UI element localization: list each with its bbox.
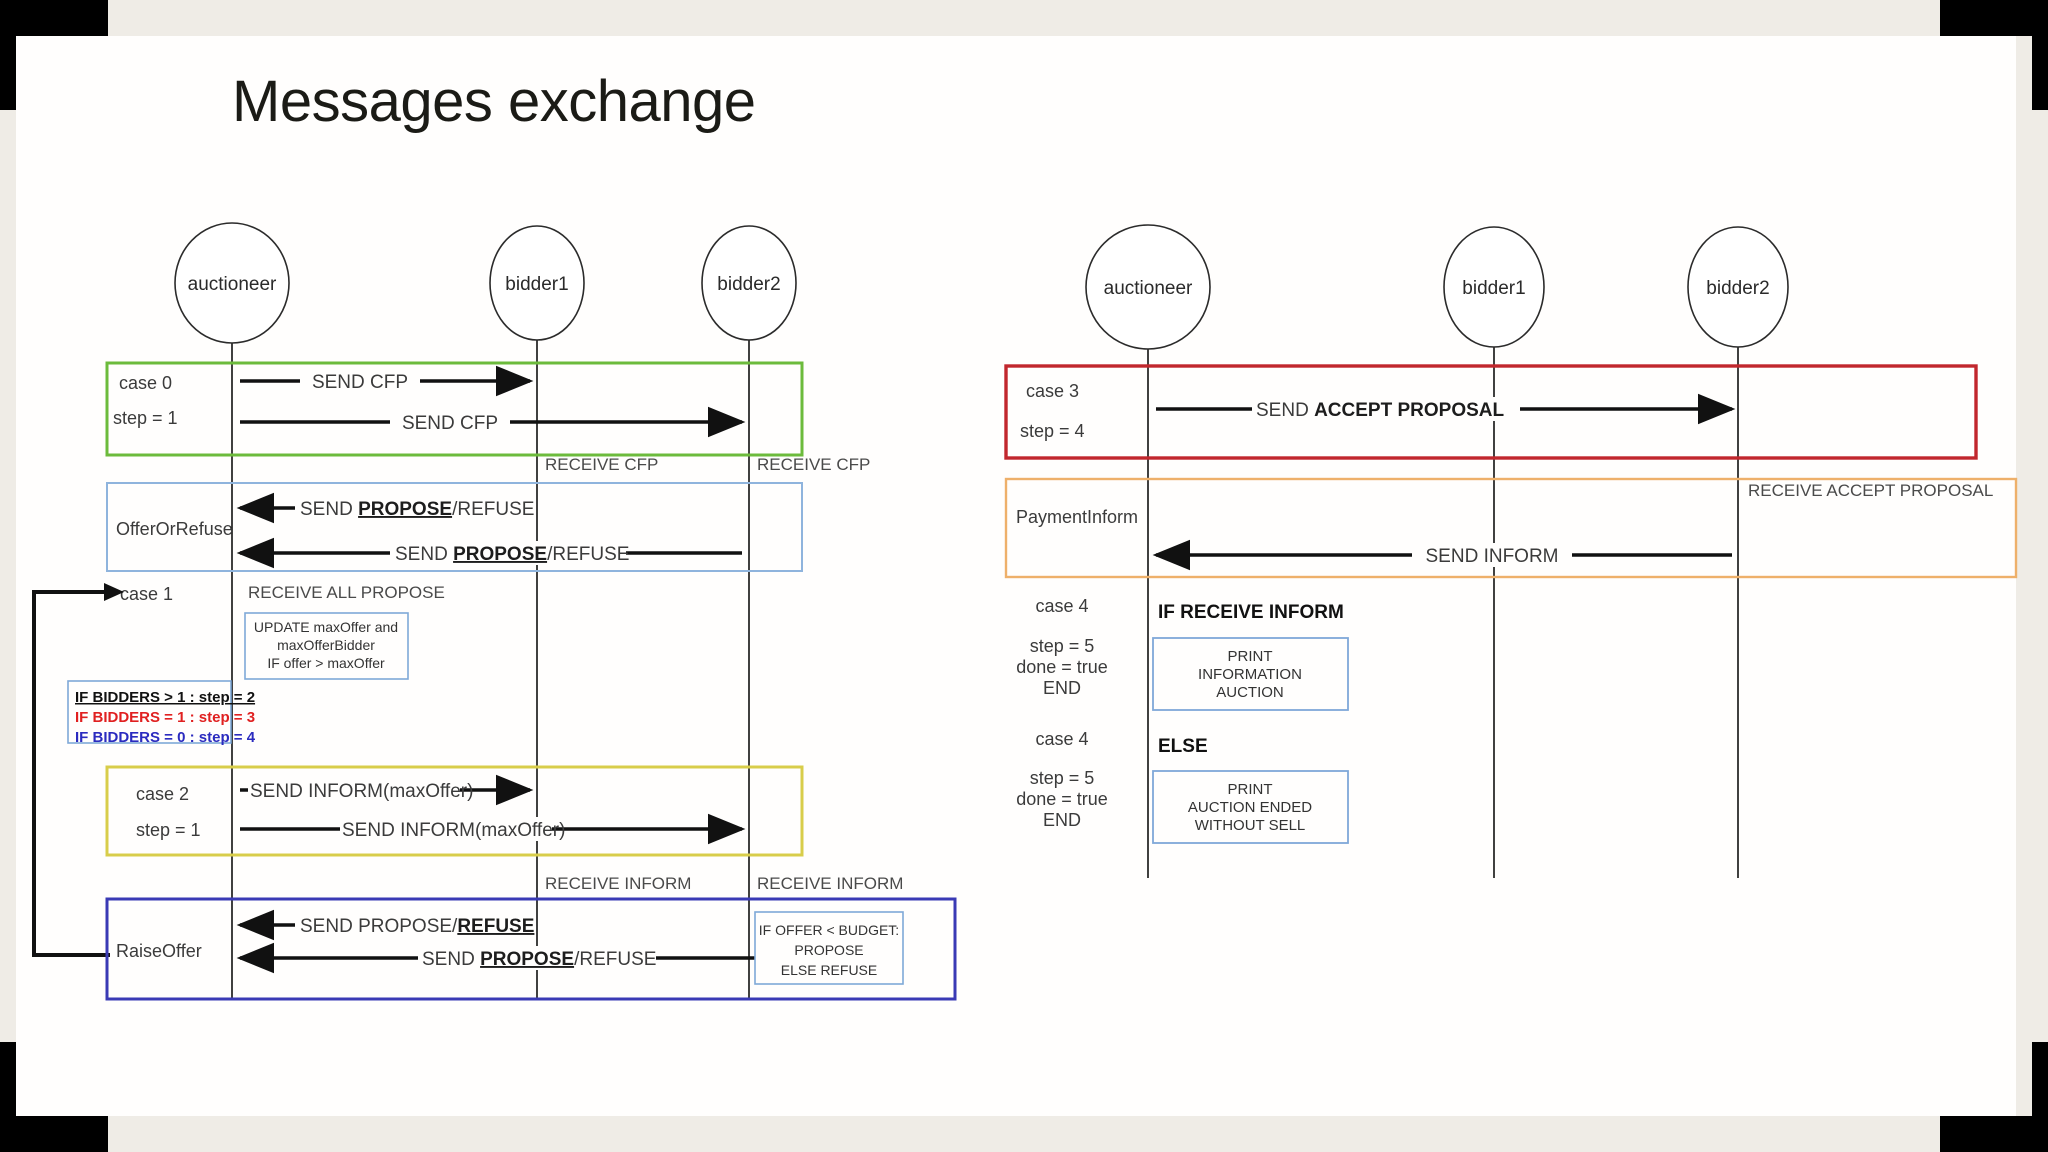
receive-label: RECEIVE INFORM xyxy=(545,874,691,893)
note-line: INFORMATION xyxy=(1198,666,1302,683)
note-line: PROPOSE xyxy=(794,942,863,958)
note-line: UPDATE maxOffer and xyxy=(254,619,398,635)
frame-label-line: step = 1 xyxy=(136,820,201,840)
frame-payment-inform: PaymentInform RECEIVE ACCEPT PROPOSAL SE… xyxy=(1004,477,2018,579)
condition-line: IF BIDDERS = 0 : step = 4 xyxy=(75,729,256,746)
case4-block-else: case 4 step = 5 done = true END ELSE PRI… xyxy=(1016,729,1349,844)
frame-case2: case 2 step = 1 SEND INFORM(maxOffer) SE… xyxy=(105,765,804,857)
actor-label: auctioneer xyxy=(188,274,277,295)
message-label: SEND PROPOSE/REFUSE xyxy=(422,949,656,970)
actor-label: bidder1 xyxy=(505,274,568,295)
case4-label: END xyxy=(1043,678,1081,698)
crop-mark-bottom-right-v xyxy=(2032,1042,2048,1152)
left-actor-auctioneer: auctioneer xyxy=(174,222,290,344)
receive-label: RECEIVE ALL PROPOSE xyxy=(248,583,445,602)
frame-label-line: PaymentInform xyxy=(1016,507,1138,527)
note-line: IF offer > maxOffer xyxy=(267,655,385,671)
case1-label: case 1 xyxy=(120,584,173,604)
frame-offer-or-refuse: OfferOrRefuse SEND PROPOSE/REFUSE SEND P… xyxy=(106,482,803,572)
loop-back-arrow xyxy=(32,583,124,957)
actor-label: bidder1 xyxy=(1462,278,1525,299)
case4-label: step = 5 xyxy=(1030,636,1095,656)
note-line: ELSE REFUSE xyxy=(781,962,877,978)
crop-mark-bottom-left-h xyxy=(0,1116,108,1152)
left-receive-cfp-labels: RECEIVE CFP RECEIVE CFP xyxy=(545,455,870,474)
message-label: SEND CFP xyxy=(402,413,498,434)
message-label: SEND INFORM xyxy=(1426,546,1559,567)
page-title: Messages exchange xyxy=(232,69,756,134)
frame-label-line: case 3 xyxy=(1026,381,1079,401)
left-actor-bidder2: bidder2 xyxy=(701,225,797,341)
frame-label-line: case 2 xyxy=(136,784,189,804)
crop-mark-top-left-h xyxy=(0,0,108,36)
note-line: maxOfferBidder xyxy=(277,637,375,653)
right-actor-auctioneer: auctioneer xyxy=(1085,224,1211,350)
left-receive-inform-labels: RECEIVE INFORM RECEIVE INFORM xyxy=(545,874,903,893)
receive-label: RECEIVE CFP xyxy=(757,455,870,474)
right-actor-bidder1: bidder1 xyxy=(1443,226,1545,348)
frame-label-line: step = 1 xyxy=(113,408,178,428)
case4-label: case 4 xyxy=(1035,729,1088,749)
frame-case3: case 3 step = 4 SEND ACCEPT PROPOSAL xyxy=(1004,364,1978,460)
actor-label: auctioneer xyxy=(1104,278,1193,299)
frame-label-line: case 0 xyxy=(119,373,172,393)
case4-label: step = 5 xyxy=(1030,768,1095,788)
message-label: SEND PROPOSE/REFUSE xyxy=(300,499,534,520)
case4-label: END xyxy=(1043,810,1081,830)
message-label: SEND ACCEPT PROPOSAL xyxy=(1256,400,1504,421)
frame-label-line: step = 4 xyxy=(1020,421,1085,441)
frame-raise-offer: RaiseOffer SEND PROPOSE/REFUSE SEND PROP… xyxy=(105,897,957,1001)
crop-mark-top-right-h xyxy=(1940,0,2048,36)
note-line: PRINT xyxy=(1228,648,1273,665)
receive-label: RECEIVE ACCEPT PROPOSAL xyxy=(1748,481,1993,500)
message-label: SEND INFORM(maxOffer) xyxy=(250,781,473,802)
actor-label: bidder2 xyxy=(717,274,780,295)
case4-label: case 4 xyxy=(1035,596,1088,616)
message-label: SEND PROPOSE/REFUSE xyxy=(300,916,534,937)
note-line: AUCTION ENDED xyxy=(1188,799,1312,816)
message-label: SEND CFP xyxy=(312,372,408,393)
keyword-label: ELSE xyxy=(1158,736,1208,757)
message-label: SEND PROPOSE/REFUSE xyxy=(395,544,629,565)
crop-mark-bottom-right-h xyxy=(1940,1116,2048,1152)
crop-mark-top-left-v xyxy=(0,0,16,110)
right-actor-bidder2: bidder2 xyxy=(1687,226,1789,348)
note-bidders-conditions: IF BIDDERS > 1 : step = 2 IF BIDDERS = 1… xyxy=(67,680,256,746)
note-line: PRINT xyxy=(1228,781,1273,798)
left-actor-bidder1: bidder1 xyxy=(489,225,585,341)
crop-mark-bottom-left-v xyxy=(0,1042,16,1152)
case4-block-if: case 4 step = 5 done = true END IF RECEI… xyxy=(1016,596,1349,711)
note-line: AUCTION xyxy=(1216,684,1284,701)
condition-line: IF BIDDERS = 1 : step = 3 xyxy=(75,709,255,726)
actor-label: bidder2 xyxy=(1706,278,1769,299)
case1-row: case 1 RECEIVE ALL PROPOSE xyxy=(120,583,445,604)
note-line: IF OFFER < BUDGET: xyxy=(759,922,899,938)
case4-label: done = true xyxy=(1016,657,1108,677)
note-line: WITHOUT SELL xyxy=(1195,817,1306,834)
note-offer-budget: IF OFFER < BUDGET: PROPOSE ELSE REFUSE xyxy=(754,911,904,985)
frame-case0: case 0 step = 1 SEND CFP SEND CFP xyxy=(105,361,804,457)
note-update-maxoffer: UPDATE maxOffer and maxOfferBidder IF of… xyxy=(244,612,409,680)
frame-label-line: RaiseOffer xyxy=(116,941,202,961)
receive-label: RECEIVE INFORM xyxy=(757,874,903,893)
condition-line: IF BIDDERS > 1 : step = 2 xyxy=(75,689,255,706)
keyword-label: IF RECEIVE INFORM xyxy=(1158,602,1344,623)
case4-label: done = true xyxy=(1016,789,1108,809)
crop-mark-top-right-v xyxy=(2032,0,2048,110)
frame-label-line: OfferOrRefuse xyxy=(116,519,233,539)
receive-label: RECEIVE CFP xyxy=(545,455,658,474)
message-label: SEND INFORM(maxOffer) xyxy=(342,820,565,841)
